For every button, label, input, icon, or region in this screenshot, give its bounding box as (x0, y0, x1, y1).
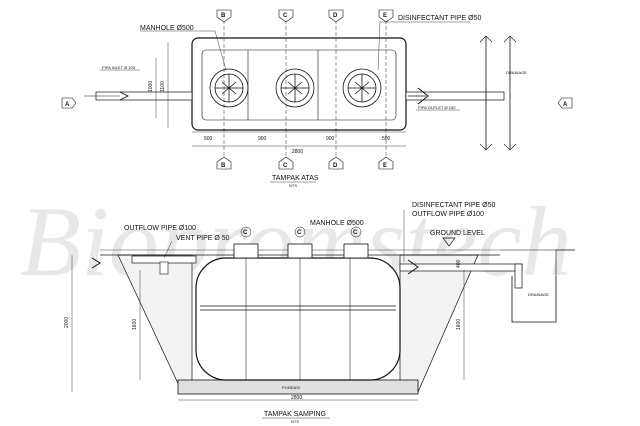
dim-right-top: 400 (456, 259, 462, 268)
vent-pipe-side (159, 261, 169, 275)
inlet-label: PIPA INLET Ø 100 (102, 65, 136, 70)
marker-d-top: D (333, 13, 338, 19)
marker-d-bottom-shape (328, 156, 344, 170)
manhole-ring-2 (294, 226, 306, 238)
manhole-2-x (287, 81, 303, 95)
outlet-arrow-icon (417, 87, 429, 105)
marker-e-bottom-shape (378, 156, 394, 170)
tank-body-side (195, 257, 401, 381)
manhole-stub-2 (287, 243, 313, 259)
outlet-arrow-side-icon (407, 259, 419, 275)
top-view: PIPA INLET Ø 100 PIPA OUTLET Ø 100 DISIN… (61, 9, 573, 188)
disinfectant-pointer-top (377, 21, 381, 71)
marker-d-top-shape (328, 9, 344, 23)
vent-label: VENT PIPE Ø 50 (176, 235, 230, 242)
drainage-box-side (511, 276, 557, 323)
marker-c-bottom: C (283, 163, 288, 169)
inlet-arrow-side-icon (91, 257, 101, 269)
manhole-stub-3 (343, 243, 369, 259)
marker-b-top: B (221, 13, 226, 19)
soil-left (117, 254, 201, 393)
dim-left-height: 2000 (64, 317, 70, 328)
manhole-1-x (221, 81, 237, 95)
manhole-marker-2: C (297, 230, 302, 236)
marker-c-top-shape (278, 9, 294, 23)
manholes-top (209, 68, 382, 108)
outlet-pipe (405, 91, 505, 101)
tank-inner-top (201, 49, 397, 121)
marker-a-left: A (65, 102, 70, 108)
marker-a-left-shape (61, 97, 77, 109)
manhole-marker-1: C (243, 230, 248, 236)
pondasi-label: PONDASI (282, 385, 300, 390)
dim-seg-3: 900 (326, 136, 335, 142)
manhole-ring-3 (350, 226, 362, 238)
outlet-label: PIPA OUTLET Ø 100 (418, 105, 456, 110)
outflow-right-label: OUTFLOW PIPE Ø100 (412, 211, 484, 218)
manhole-3-x (354, 81, 370, 95)
drainage-walls (485, 36, 511, 150)
manhole-pointer-top (214, 30, 227, 71)
manhole-label-side: MANHOLE Ø500 (310, 220, 364, 227)
marker-e-bottom: E (383, 163, 387, 169)
ground-level-icon (442, 237, 456, 247)
dim-seg-2: 900 (258, 136, 267, 142)
dim-inner-height: 1600 (132, 319, 138, 330)
outlet-drop-side (514, 263, 523, 289)
manhole-label-top: MANHOLE Ø500 (140, 25, 194, 32)
dim-seg-1: 500 (204, 136, 213, 142)
marker-d-bottom: D (333, 163, 338, 169)
dim-seg-4: 500 (382, 136, 391, 142)
manhole-3 (342, 68, 382, 108)
manhole-stub-1 (233, 243, 259, 259)
dim-bottom-width: 2800 (291, 395, 302, 401)
drainage-label-top: DRAINAGE (506, 70, 527, 75)
manhole-1 (209, 68, 249, 108)
dim-total: 2800 (292, 149, 303, 155)
side-view-subtitle: NTS (291, 419, 299, 424)
marker-a-right: A (563, 102, 568, 108)
marker-b-top-shape (216, 9, 232, 23)
manhole-marker-3: C (353, 230, 358, 236)
ground-level-label: GROUND LEVEL (430, 230, 485, 237)
section-markers-bottom: B C D E (216, 156, 394, 170)
drainage-label-side: DRAINAGE (528, 292, 549, 297)
manhole-2 (275, 68, 315, 108)
marker-c-bottom-shape (278, 156, 294, 170)
section-markers-top: B C D E (216, 9, 394, 23)
marker-e-top-shape (378, 9, 394, 23)
marker-c-top: C (283, 13, 288, 19)
dim-right-height: 1600 (456, 319, 462, 330)
disinfectant-label-top: DISINFECTANT PIPE Ø50 (398, 15, 481, 22)
dim-height-label: 1100 (160, 81, 166, 92)
side-view-title: TAMPAK SAMPING (264, 411, 326, 418)
marker-b-bottom-shape (216, 156, 232, 170)
marker-b-bottom: B (221, 163, 226, 169)
drainage-break-top (479, 35, 517, 43)
tank-outline-top (191, 37, 407, 131)
inlet-arrow-icon (119, 91, 129, 101)
drainage-break-bottom (479, 143, 517, 151)
disinfectant-label-side: DISINFECTANT PIPE Ø50 (412, 202, 495, 209)
top-view-title: TAMPAK ATAS (272, 175, 319, 182)
marker-a-right-shape (557, 97, 573, 109)
manhole-ring-1 (240, 226, 252, 238)
side-view: PONDASI C C C DRAINAGE DISINFECTANT PIPE… (64, 202, 575, 424)
drainage-wall-right (555, 249, 575, 276)
soil-right (399, 254, 479, 393)
top-view-subtitle: NTS (289, 183, 297, 188)
dim-width-label: 1000 (148, 81, 154, 92)
outflow-left-label: OUTFLOW PIPE Ø100 (124, 225, 196, 232)
vent-leader (163, 240, 173, 259)
marker-e-top: E (383, 13, 387, 19)
